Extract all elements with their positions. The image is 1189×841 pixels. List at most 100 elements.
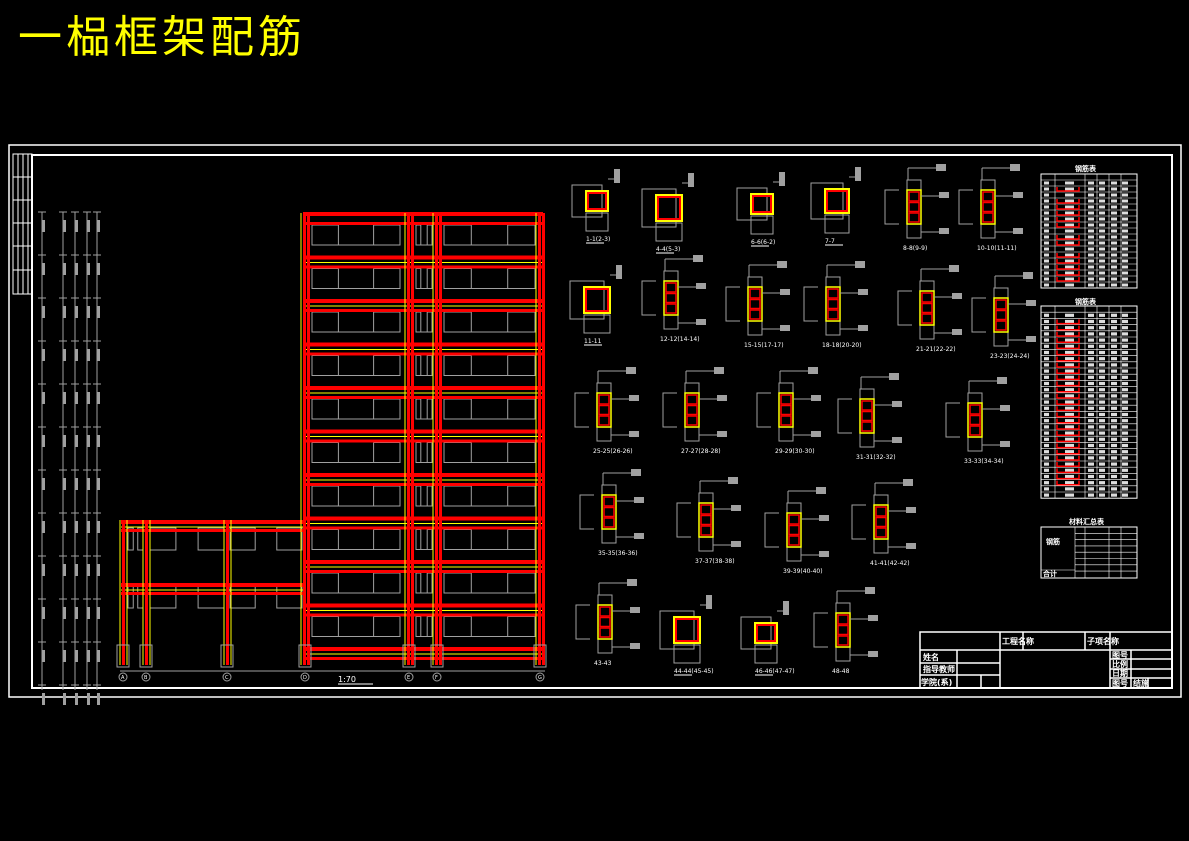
section-label: 4-4(5-3) <box>656 246 680 253</box>
axis-bubble <box>118 672 128 682</box>
table-cell-text <box>1111 474 1117 479</box>
column-footing <box>220 644 234 668</box>
section-stirrup <box>908 201 920 213</box>
leader-tag <box>1023 272 1033 279</box>
table-cell-text <box>1122 425 1128 429</box>
section-outline <box>698 502 714 538</box>
table-cell-text <box>1044 493 1049 497</box>
section-dim-box <box>740 616 772 650</box>
axis-label: C <box>225 675 229 681</box>
table-cell-text <box>1111 205 1117 209</box>
beam-detail-box <box>426 572 433 594</box>
section-stirrup <box>837 635 849 646</box>
dimension-text-block <box>75 435 78 447</box>
section-outline <box>906 189 922 225</box>
beam-section: 29-29(30-30) <box>756 367 821 455</box>
leader-tag <box>714 367 724 374</box>
table-cell-text <box>1111 259 1117 263</box>
table-cell-text <box>1065 223 1074 227</box>
title-block-reviewer-label: 指导教师 <box>923 664 955 674</box>
dimension-text-block <box>42 392 45 404</box>
table-cell-text <box>1111 400 1117 404</box>
table-cell-text <box>1122 443 1128 448</box>
leader-tag <box>1010 164 1020 171</box>
section-dim-box <box>967 436 983 452</box>
beam-rebar-top <box>303 212 543 216</box>
section-stirrup <box>861 421 873 432</box>
section-stirrup <box>657 196 681 220</box>
table-cell-text <box>1088 406 1094 410</box>
leader-tag <box>819 551 829 557</box>
dimension-text-block <box>63 521 66 533</box>
rebar-shape-sketch <box>1056 455 1080 461</box>
section-stirrup <box>749 298 761 310</box>
section-dim-box <box>663 314 679 330</box>
beam-detail-box <box>415 398 422 420</box>
beam-detail-box <box>137 585 144 609</box>
table-cell-text <box>1088 265 1094 269</box>
rebar-shape-sketch <box>1056 424 1080 430</box>
beam-detail-box <box>507 616 536 637</box>
section-stirrup <box>675 618 699 642</box>
section-outline <box>967 402 983 438</box>
beam-detail-box <box>426 616 433 637</box>
section-dim-box <box>786 546 802 562</box>
table-cell-text <box>1044 332 1049 336</box>
beam-detail-box <box>229 527 256 551</box>
section-label: 6-6(6-2) <box>751 239 775 246</box>
table-cell-text <box>1088 381 1094 386</box>
leader-tag <box>808 367 818 374</box>
leader-tag <box>728 477 738 484</box>
title-block-designer-label: 姓名 <box>922 652 939 662</box>
dimension-text-block <box>87 349 90 361</box>
section-label: 33-33(34-34) <box>964 458 1004 465</box>
leader-tag <box>629 395 639 401</box>
table-cell-text <box>1044 277 1049 281</box>
table-cell-text <box>1122 326 1128 330</box>
rebar-shape-sketch <box>1056 277 1080 282</box>
table-cell-text <box>1111 375 1117 379</box>
low-beam-rebar-bottom <box>121 592 305 595</box>
leader-tag <box>717 431 727 437</box>
table-cell-text <box>1111 265 1117 269</box>
dimension-text-block <box>42 478 45 490</box>
table-cell-text <box>1099 229 1105 233</box>
section-dim-box <box>835 646 851 662</box>
dimension-text-block <box>97 435 100 447</box>
rebar-shape-sketch <box>1056 400 1080 405</box>
dimension-text-block <box>87 306 90 318</box>
beam-section: 41-41(42-42) <box>851 479 916 567</box>
section-dim-box <box>596 382 612 394</box>
table-cell-text <box>1099 277 1105 281</box>
beam-detail-box <box>311 442 339 463</box>
beam-rebar-bottom <box>303 657 543 660</box>
section-stirrup <box>700 525 712 536</box>
table-cell-text <box>1088 431 1094 435</box>
section-stirrup <box>788 524 800 536</box>
dimension-text-block <box>63 693 66 705</box>
table-cell-text <box>1065 406 1074 410</box>
beam-section: 35-35(36-36) <box>579 469 644 557</box>
section-stirrup <box>995 299 1007 310</box>
table-cell-text <box>1088 277 1094 281</box>
section-stirrup <box>756 624 776 642</box>
section-stirrup <box>665 303 677 314</box>
table-cell-text <box>1122 357 1128 361</box>
dimension-text-block <box>75 392 78 404</box>
beam-rebar-bottom <box>303 439 543 443</box>
table-cell-text <box>1111 412 1117 417</box>
table-cell-text <box>1111 419 1117 423</box>
rebar-shape-sketch <box>1056 437 1080 443</box>
section-stirrup <box>921 292 933 303</box>
beam-rebar-bottom <box>303 309 543 312</box>
column-section: 1-1(2-3) <box>571 169 620 244</box>
beam-section: 39-39(40-40) <box>764 487 829 575</box>
table-cell-text <box>1099 394 1105 398</box>
section-dim-bracket <box>971 297 986 333</box>
section-dim-bracket <box>803 286 818 322</box>
leader-tag <box>1026 336 1036 342</box>
beam-detail-box <box>443 224 472 246</box>
section-dim-bracket <box>851 504 866 540</box>
section-dim-box <box>585 212 609 232</box>
